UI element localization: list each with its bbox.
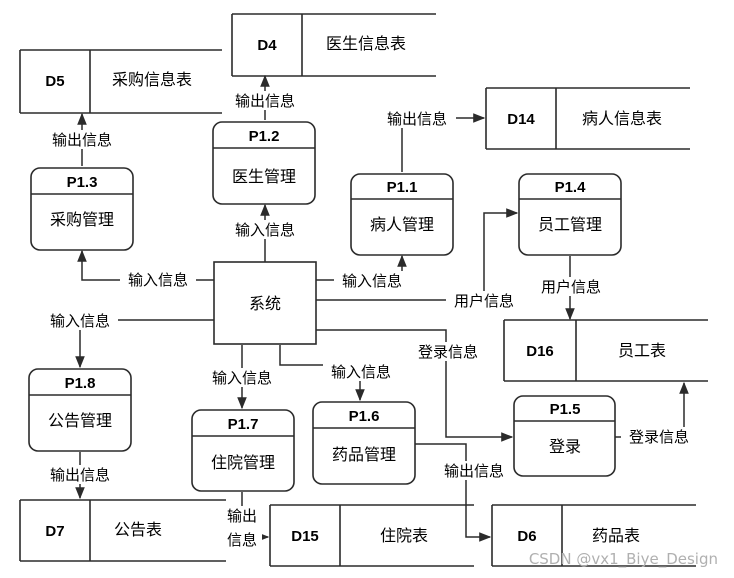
data-store-d7: D7 公告表	[19, 499, 226, 562]
process-name: 住院管理	[211, 453, 275, 472]
process-name: 药品管理	[332, 445, 396, 464]
process-p1-2: P1.2 医生管理	[212, 121, 316, 205]
process-name: 员工管理	[538, 215, 602, 234]
store-id: D5	[45, 73, 64, 90]
process-p1-7: P1.7 住院管理	[191, 409, 295, 492]
flow-label-sys-p17: 输入信息	[212, 369, 272, 387]
process-name: 公告管理	[48, 411, 112, 430]
system-box: 系统	[213, 261, 317, 345]
flow-label-p14-d16: 用户信息	[541, 278, 601, 296]
process-id: P1.2	[249, 128, 280, 145]
flow-label-p11-d14: 输出信息	[387, 110, 447, 128]
flow-label-p15-d16: 登录信息	[629, 428, 689, 446]
system-label: 系统	[249, 294, 281, 313]
flow-label-sys-p14: 用户信息	[454, 292, 514, 310]
store-id: D4	[257, 37, 277, 54]
store-id: D15	[291, 528, 319, 545]
flow-sys-to-p15	[316, 329, 514, 442]
process-id: P1.6	[349, 408, 380, 425]
flow-p16-to-d6	[414, 443, 492, 542]
flow-label-p13-d5: 输出信息	[52, 131, 112, 149]
flow-label-sys-p18: 输入信息	[50, 312, 110, 330]
flow-label-sys-p16: 输入信息	[331, 363, 391, 381]
flow-sys-to-p16	[279, 345, 365, 402]
flow-label-p17-d15-line1: 输出	[227, 507, 257, 525]
data-store-d16: D16 员工表	[503, 319, 708, 382]
data-store-d15: D15 住院表	[269, 504, 474, 567]
process-p1-6: P1.6 药品管理	[312, 401, 416, 485]
store-name: 公告表	[114, 520, 162, 539]
process-p1-5: P1.5 登录	[513, 395, 616, 477]
flow-label-p18-d7: 输出信息	[50, 466, 110, 484]
process-id: P1.1	[387, 179, 418, 196]
flow-sys-to-p14	[316, 208, 519, 301]
flow-label-p17-d15-line2: 信息	[227, 531, 257, 549]
process-name: 病人管理	[370, 215, 434, 234]
data-store-d14: D14 病人信息表	[485, 87, 690, 150]
store-name: 住院表	[380, 526, 428, 545]
process-p1-3: P1.3 采购管理	[30, 167, 134, 251]
data-store-d6: D6 药品表	[491, 504, 696, 567]
flow-label-sys-p13: 输入信息	[128, 271, 188, 289]
flow-label-sys-p12: 输入信息	[235, 221, 295, 239]
process-p1-1: P1.1 病人管理	[350, 173, 454, 256]
store-id: D14	[507, 111, 535, 128]
process-p1-4: P1.4 员工管理	[518, 173, 622, 256]
data-store-d5: D5 采购信息表	[19, 49, 222, 114]
store-name: 员工表	[618, 341, 666, 360]
store-name: 采购信息表	[112, 70, 192, 89]
process-id: P1.8	[65, 375, 96, 392]
flow-label-p12-d4: 输出信息	[235, 92, 295, 110]
store-name: 医生信息表	[326, 34, 406, 53]
process-name: 登录	[549, 437, 581, 456]
store-id: D7	[45, 523, 64, 540]
process-name: 采购管理	[50, 210, 114, 229]
store-id: D16	[526, 343, 554, 360]
flow-labels: 输出信息 输出信息 输出信息 输入信息 输入信息 输入信息 用户信息 用户信息 …	[42, 91, 697, 550]
process-name: 医生管理	[232, 167, 296, 186]
flow-label-sys-p15: 登录信息	[418, 343, 478, 361]
store-name: 病人信息表	[582, 109, 662, 128]
data-store-d4: D4 医生信息表	[231, 13, 436, 77]
process-id: P1.3	[67, 174, 98, 191]
flow-label-sys-p11: 输入信息	[342, 272, 402, 290]
process-id: P1.4	[555, 179, 587, 196]
process-p1-8: P1.8 公告管理	[28, 368, 132, 452]
process-id: P1.7	[228, 416, 259, 433]
store-name: 药品表	[592, 526, 640, 545]
flow-label-p16-d6: 输出信息	[444, 462, 504, 480]
process-id: P1.5	[550, 401, 581, 418]
watermark: CSDN @vx1_Biye_Design	[529, 550, 718, 569]
store-id: D6	[517, 528, 536, 545]
